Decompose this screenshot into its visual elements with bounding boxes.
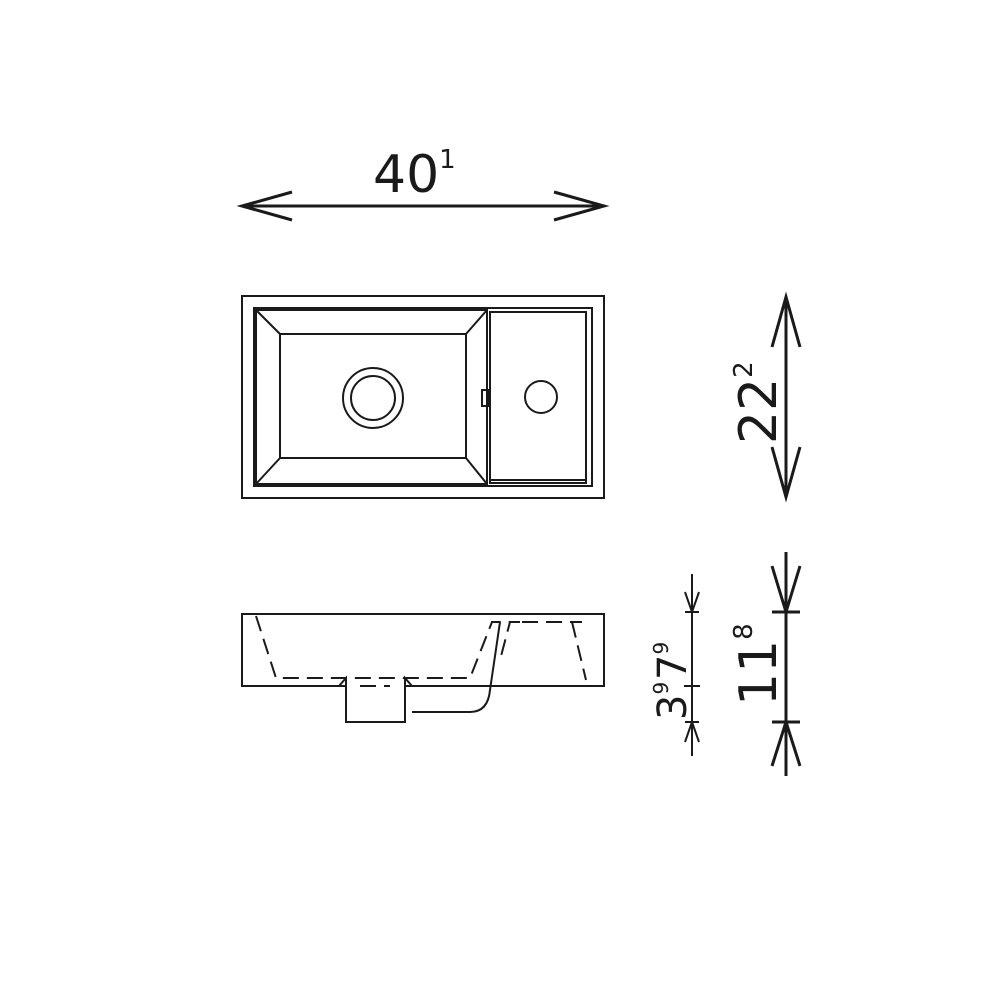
overflow-channel: [412, 621, 501, 713]
tap-hole-icon: [524, 380, 558, 414]
total-height-label: 118: [729, 623, 789, 706]
drain-inner-icon: [350, 375, 396, 421]
bowl-hidden-line: [255, 615, 520, 679]
depth-arrow-bottom: [770, 446, 802, 503]
total-height-dimension: 118: [729, 552, 802, 776]
sink-side-view: [241, 613, 605, 723]
bowl-rim-dimension: 79 39: [649, 574, 700, 756]
side-outline: [241, 613, 605, 723]
tap-deck: [489, 311, 587, 484]
sink-plan-view: [241, 295, 605, 499]
depth-label: 222: [729, 361, 789, 444]
drain-outer-icon: [342, 367, 404, 429]
bowl-height-label: 79: [649, 642, 696, 680]
sink-rim-outline: [253, 307, 593, 487]
main-bowl-inner: [279, 333, 467, 459]
width-label: 401: [373, 145, 456, 205]
main-bowl: [255, 309, 489, 485]
width-dimension: 401: [236, 145, 610, 222]
width-arrow-right: [553, 190, 610, 222]
rim-height-label: 39: [649, 682, 696, 720]
depth-arrow-top: [770, 291, 802, 348]
depth-dimension: 222: [729, 291, 802, 503]
sink-outer-outline: [241, 295, 605, 499]
width-arrow-left: [236, 190, 293, 222]
overflow-icon: [481, 389, 489, 407]
tap-deck-outline: [489, 311, 587, 484]
